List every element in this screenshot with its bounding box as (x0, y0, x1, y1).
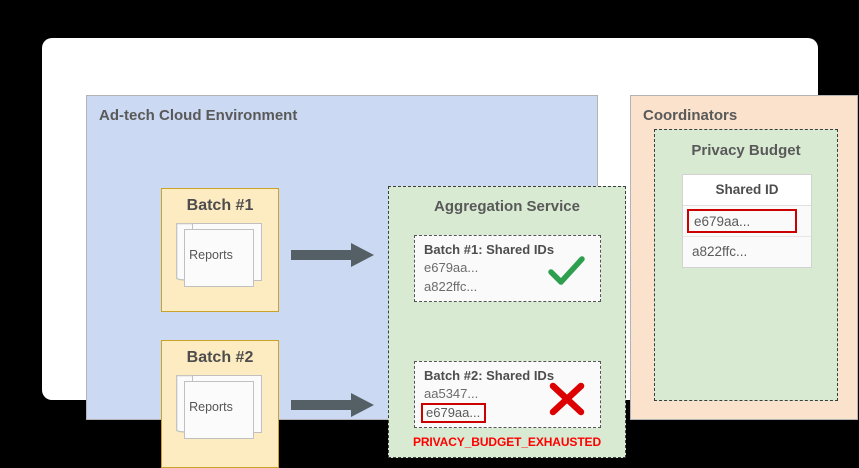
batch-1-reports-stack: Reports (176, 223, 268, 299)
batch-2-shared-ids-title: Batch #2: Shared IDs (424, 368, 555, 383)
shared-id-table: Shared ID e679aa... a822ffc... (682, 174, 812, 268)
batch-2-reports-stack: Reports (176, 375, 268, 451)
table-row: a822ffc... (683, 237, 811, 267)
batch-1-label: Batch #1 (186, 197, 254, 214)
batch-1-reports-label: Reports (189, 248, 233, 262)
batch-2-label: Batch #2 (186, 349, 254, 366)
batch-1-box: Batch #1 Reports (161, 188, 279, 312)
privacy-budget-panel: Privacy Budget Shared ID e679aa... a822f… (654, 129, 838, 401)
batch-1-shared-ids-title: Batch #1: Shared IDs (424, 242, 555, 257)
report-sheet-middle-icon (184, 229, 254, 287)
cross-icon (548, 382, 586, 421)
adtech-cloud-environment-panel: Ad-tech Cloud Environment Batch #1 Repor… (86, 95, 626, 468)
report-sheet-middle-icon (184, 381, 254, 439)
batch-2-shared-id-1: aa5347... (424, 386, 479, 401)
adtech-panel-title: Ad-tech Cloud Environment (99, 107, 298, 124)
aggregation-service-title: Aggregation Service (434, 198, 580, 215)
aggregation-service-panel: Aggregation Service Batch #1: Shared IDs… (388, 186, 626, 458)
privacy-budget-title: Privacy Budget (691, 142, 801, 159)
privacy-budget-error-message: PRIVACY_BUDGET_EXHAUSTED (412, 435, 602, 449)
batch-1-shared-id-2: a822ffc... (424, 279, 478, 294)
check-icon (548, 256, 586, 293)
diagram-canvas: Ad-tech Cloud Environment Batch #1 Repor… (42, 38, 858, 468)
coordinators-panel: Coordinators Privacy Budget Shared ID e6… (630, 95, 858, 420)
shared-id-table-header: Shared ID (683, 175, 811, 206)
batch-1-shared-id-1: e679aa... (424, 260, 479, 275)
coordinators-panel-title: Coordinators (643, 107, 738, 124)
batch-2-shared-ids-card: Batch #2: Shared IDs aa5347... e679aa... (414, 361, 601, 428)
batch-2-shared-id-2-flagged: e679aa... (421, 403, 487, 423)
shared-id-value-flagged: e679aa... (687, 209, 797, 233)
batch-1-shared-ids-card: Batch #1: Shared IDs e679aa... a822ffc..… (414, 235, 601, 302)
arrow-batch-2-to-service-icon (291, 392, 375, 423)
batch-2-box: Batch #2 Reports (161, 340, 279, 468)
arrow-batch-1-to-service-icon (291, 242, 375, 273)
table-row: e679aa... (683, 206, 811, 237)
batch-2-reports-label: Reports (189, 400, 233, 414)
